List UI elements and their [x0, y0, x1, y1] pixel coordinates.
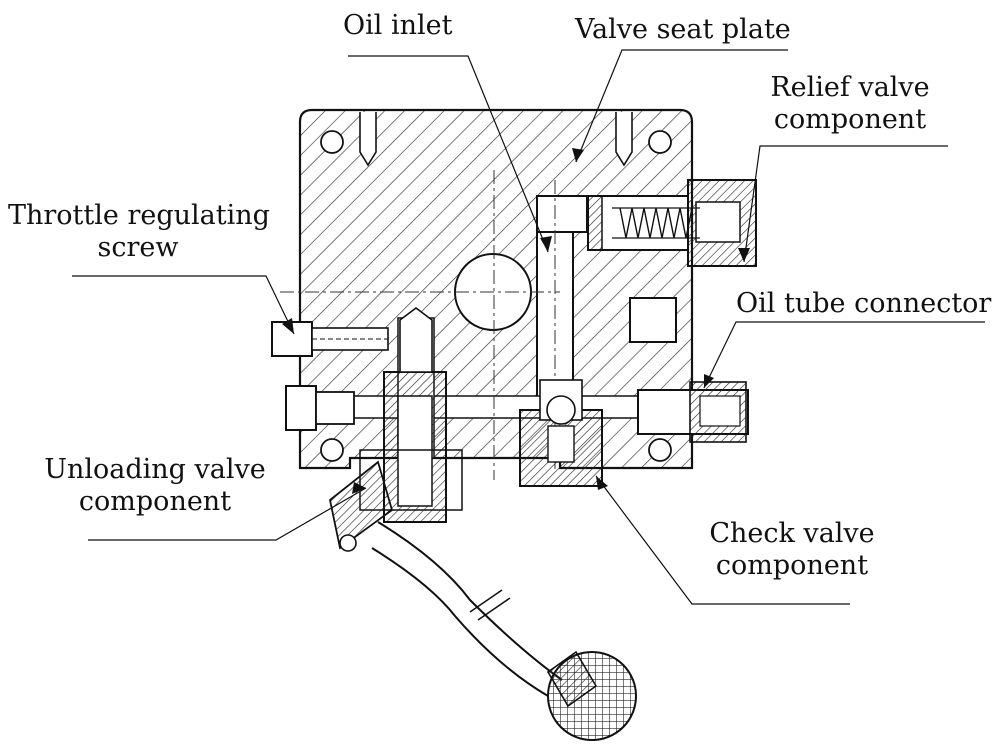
arrow-oil-inlet [540, 236, 552, 252]
arrow-relief-valve [738, 248, 750, 262]
arrow-check-valve [596, 476, 608, 490]
leader-unloading [88, 487, 367, 541]
leader-check-valve [595, 475, 850, 605]
label-throttle-screw: Throttle regulating screw [8, 200, 270, 264]
label-unloading-line1: Unloading valve [44, 454, 266, 485]
arrow-valve-seat-plate [572, 148, 584, 162]
label-relief-valve-line2: component [773, 104, 927, 135]
label-valve-seat-plate: Valve seat plate [575, 14, 791, 45]
throttle-screw [271, 321, 389, 357]
label-relief-valve: Relief valve component [740, 72, 960, 136]
oil-tube-connector [637, 381, 749, 443]
arrow-throttle [282, 318, 294, 334]
left-plug [285, 385, 355, 431]
label-check-valve: Check valve component [692, 518, 892, 582]
leader-oil-tube [703, 321, 985, 389]
leader-lines [72, 49, 985, 605]
arrowheads [282, 148, 750, 494]
unloading-valve-component [359, 307, 463, 523]
label-oil-tube-connector: Oil tube connector [736, 288, 992, 319]
label-check-line2: component [715, 550, 869, 581]
label-oil-inlet: Oil inlet [343, 10, 453, 41]
label-throttle-line1: Throttle regulating [8, 200, 270, 231]
label-relief-valve-line1: Relief valve [770, 72, 930, 103]
label-unloading-valve: Unloading valve component [40, 454, 270, 518]
leader-relief-valve [743, 145, 948, 263]
relief-valve-component [587, 179, 757, 267]
arrow-oil-tube [704, 374, 714, 388]
label-throttle-line2: screw [97, 232, 179, 263]
handle-lever [329, 460, 637, 741]
label-unloading-line2: component [78, 486, 232, 517]
check-valve-component [519, 379, 603, 487]
leader-oil-inlet [348, 55, 549, 253]
arrow-unloading [352, 482, 366, 494]
label-check-line1: Check valve [709, 518, 875, 549]
leader-throttle [72, 275, 295, 335]
leader-valve-seat-plate [575, 49, 788, 163]
